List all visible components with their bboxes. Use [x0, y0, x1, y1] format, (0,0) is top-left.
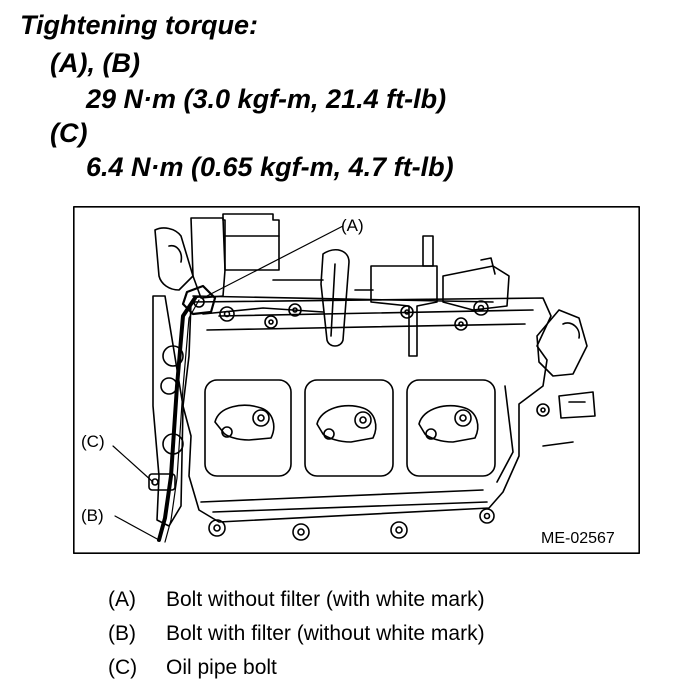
- engine-drawing: [73, 206, 640, 554]
- torque-heading: Tightening torque:: [20, 10, 258, 40]
- figure-frame: [73, 206, 640, 554]
- legend-key: (A): [108, 588, 136, 611]
- torque-ab-label: (A), (B): [50, 48, 140, 78]
- callout-a: (A): [341, 216, 364, 235]
- cam-housings: [204, 379, 496, 477]
- oil-pipe: [148, 284, 217, 543]
- torque-c-value: 6.4 N·m (0.65 kgf-m, 4.7 ft-lb): [86, 152, 454, 182]
- callout-c: (C): [81, 432, 105, 451]
- legend-item-b: (B) Bolt with filter (without white mark): [108, 622, 485, 646]
- legend-key: (B): [108, 622, 136, 645]
- legend-item-a: (A) Bolt without filter (with white mark): [108, 588, 485, 612]
- torque-ab-value: 29 N·m (3.0 kgf-m, 21.4 ft-lb): [86, 84, 447, 114]
- right-bracket: [536, 309, 596, 447]
- cover-bolts: [208, 300, 550, 541]
- torque-c-label: (C): [50, 118, 88, 148]
- legend-text: Bolt without filter (with white mark): [166, 588, 485, 611]
- legend-item-c: (C) Oil pipe bolt: [108, 656, 277, 680]
- legend-text: Bolt with filter (without white mark): [166, 622, 485, 645]
- callout-b: (B): [81, 506, 104, 525]
- legend-key: (C): [108, 656, 138, 679]
- figure-code: ME-02567: [541, 530, 615, 547]
- engine-illustration: (A) (C) (B) ME-02567: [73, 206, 640, 554]
- leader-lines: [112, 225, 344, 541]
- upper-structures: [154, 213, 510, 357]
- legend-text: Oil pipe bolt: [166, 656, 277, 679]
